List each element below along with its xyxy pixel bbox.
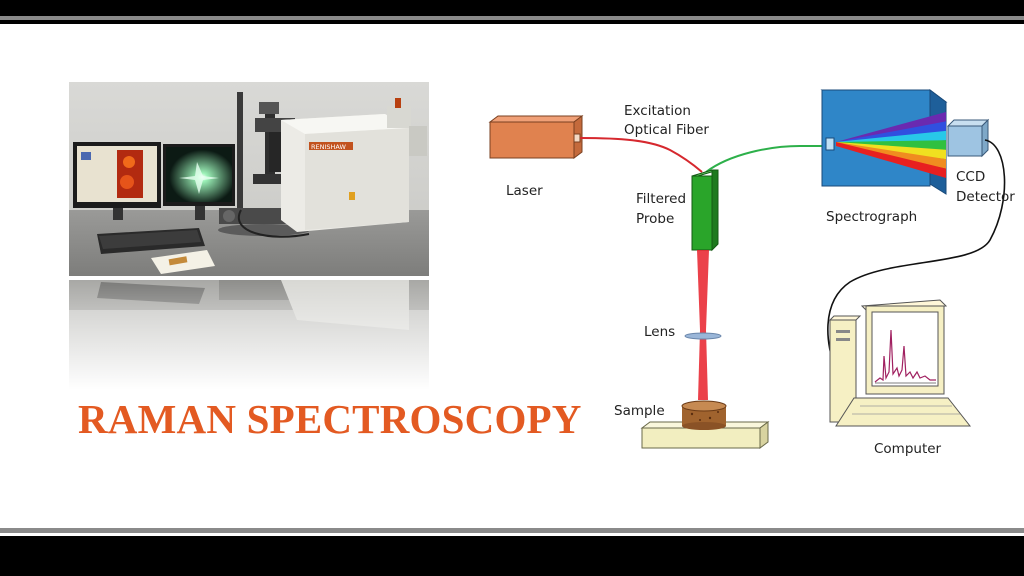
label-lens: Lens — [644, 324, 676, 340]
laser-box — [488, 115, 584, 159]
label-laser: Laser — [506, 183, 543, 199]
label-filtered-line2: Probe — [636, 211, 675, 227]
label-sample: Sample — [614, 403, 665, 419]
label-excitation-line1: Excitation — [624, 103, 691, 119]
bottom-stripe — [0, 528, 1024, 533]
spectrum-plot — [874, 329, 936, 383]
raman-instrument-photo: RENISHAW — [69, 82, 429, 276]
top-stripe — [0, 16, 1024, 20]
spectrum-band — [836, 140, 946, 150]
laser-beam — [697, 250, 709, 330]
label-ccd-line2: Detector — [956, 189, 1015, 205]
slide-title: RAMAN SPECTROSCOPY — [78, 396, 582, 442]
brand-text: RENISHAW — [311, 143, 347, 151]
data-cable — [827, 139, 1006, 371]
ccd-detector-box — [946, 118, 990, 158]
laser-front — [489, 121, 575, 159]
spectrum-fan — [836, 112, 946, 178]
spectrum-band — [836, 142, 946, 178]
excitation-fiber — [579, 137, 703, 173]
photo-reflection — [69, 280, 429, 390]
collection-fiber — [705, 145, 828, 173]
sample-puck — [681, 400, 727, 430]
lens-shape — [684, 332, 722, 340]
label-computer: Computer — [874, 441, 942, 457]
bottom-bar — [0, 536, 1024, 576]
label-ccd-line1: CCD — [956, 169, 986, 185]
label-spectrograph: Spectrograph — [826, 209, 918, 225]
label-filtered-line1: Filtered — [636, 191, 687, 207]
label-excitation-line2: Optical Fiber — [624, 122, 709, 138]
computer-icon — [828, 299, 972, 427]
filtered-probe — [691, 169, 719, 252]
raman-schematic: Excitation Optical Fiber Laser Filtered … — [470, 80, 1024, 470]
spectrum-band — [836, 142, 946, 160]
top-bar — [0, 0, 1024, 24]
